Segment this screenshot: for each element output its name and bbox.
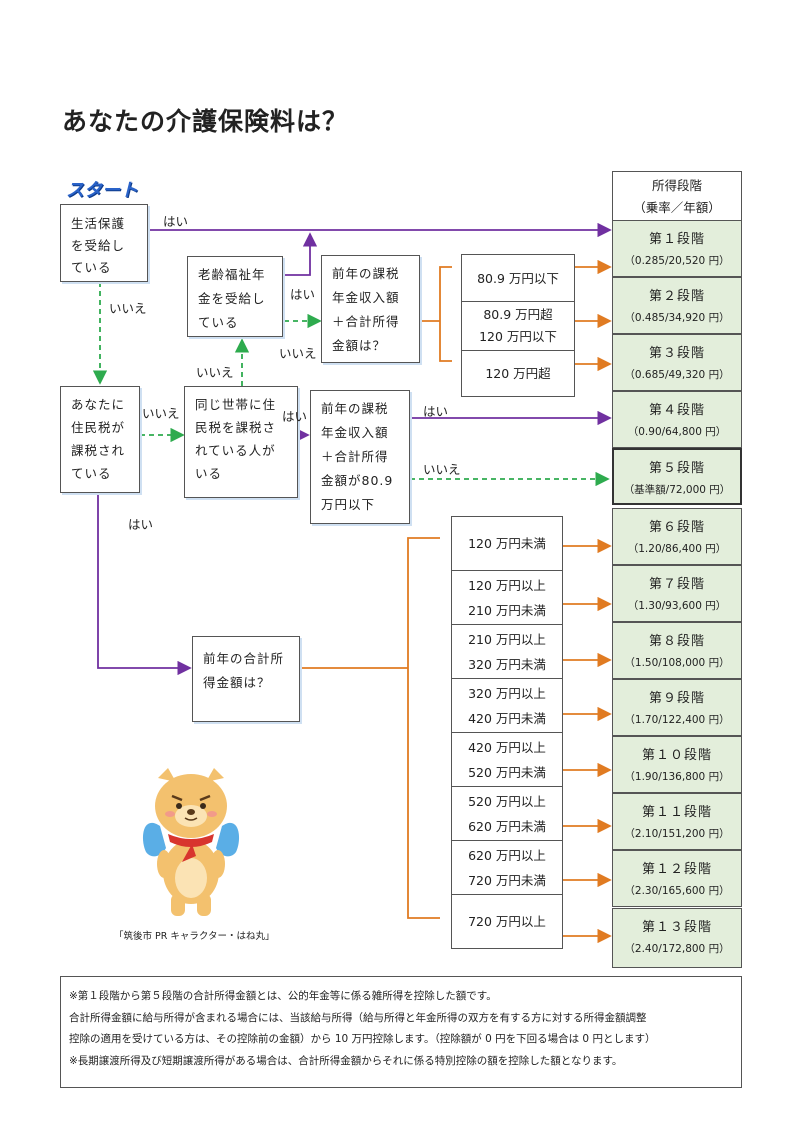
yes-label: はい <box>290 287 316 302</box>
stage-7: 第７段階（1.30/93,600 円） <box>612 565 742 622</box>
range-cell: 120 万円未満 <box>451 516 563 571</box>
household-question-box: 同じ世帯に住民税を課税されている人がいる <box>184 386 298 498</box>
stage-10: 第１０段階（1.90/136,800 円） <box>612 736 742 793</box>
notes-box: ※第１段階から第５段階の合計所得金額とは、公的年金等に係る雑所得を控除した額です… <box>60 976 742 1088</box>
mascot-caption: 「筑後市 PR キャラクター・はね丸」 <box>114 931 275 942</box>
note-line: 合計所得金額に給与所得が含まれる場合には、当該給与所得（給与所得と年金所得の双方… <box>69 1011 647 1024</box>
no-label: いいえ <box>196 365 234 380</box>
stage-12: 第１２段階（2.30/165,600 円） <box>612 850 742 907</box>
no-label: いいえ <box>142 406 180 421</box>
page-title: あなたの介護保険料は？ <box>62 107 349 136</box>
stage-4: 第４段階（0.90/64,800 円） <box>612 391 742 448</box>
stage-11: 第１１段階（2.10/151,200 円） <box>612 793 742 850</box>
stage-13: 第１３段階（2.40/172,800 円） <box>612 908 742 968</box>
stage-1: 第１段階（0.285/20,520 円） <box>612 220 742 277</box>
stage-8: 第８段階（1.50/108,000 円） <box>612 622 742 679</box>
note-line: ※第１段階から第５段階の合計所得金額とは、公的年金等に係る雑所得を控除した額です… <box>69 990 497 1002</box>
note-line: 控除の適用を受けている方は、その控除前の金額）から 10 万円控除します。（控除… <box>69 1033 656 1045</box>
note-line: ※長期譲渡所得及び短期譲渡所得がある場合は、合計所得金額からそれに係る特別控除の… <box>69 1054 623 1067</box>
yes-arrow-pension <box>284 232 318 276</box>
pension-question-box: 老齢福祉年金を受給している <box>187 256 283 337</box>
start-label: スタート <box>66 180 138 201</box>
stage-5: 第５段階（基準額/72,000 円） <box>612 448 742 505</box>
range-cell: 120 万円超 <box>461 350 575 397</box>
stage-6: 第６段階（1.20/86,400 円） <box>612 508 742 565</box>
stage-header: 所得段階 （乗率／年額） <box>612 171 742 221</box>
upper-bracket <box>420 266 452 362</box>
yes-label: はい <box>128 517 154 532</box>
no-label: いいえ <box>423 462 461 477</box>
mascot-illustration <box>142 768 240 916</box>
stage-9: 第９段階（1.70/122,400 円） <box>612 679 742 736</box>
welfare-question-box: 生活保護を受給している <box>60 204 148 282</box>
total-income-question-box: 前年の合計所得金額は？ <box>192 636 300 722</box>
yes-arrow-taxed <box>97 493 192 676</box>
range-cell: 720 万円以上 <box>451 894 563 949</box>
lower-bracket <box>299 537 440 919</box>
stage-3: 第３段階（0.685/49,320 円） <box>612 334 742 391</box>
no-label: いいえ <box>279 346 317 361</box>
yes-label: はい <box>423 404 449 419</box>
yes-label: はい <box>163 214 189 229</box>
taxed-question-box: あなたに住民税が課税されている <box>60 386 140 493</box>
income-b-question-box: 前年の課税年金収入額＋合計所得金額が80.9 万円以下 <box>310 390 410 524</box>
stage-2: 第２段階（0.485/34,920 円） <box>612 277 742 334</box>
range-cell: 80.9 万円以下 <box>461 254 575 302</box>
income-a-question-box: 前年の課税年金収入額＋合計所得金額は？ <box>321 255 420 363</box>
no-label: いいえ <box>109 301 147 316</box>
yes-label: はい <box>282 409 308 424</box>
range-cell: 80.9 万円超 120 万円以下 <box>461 301 575 351</box>
